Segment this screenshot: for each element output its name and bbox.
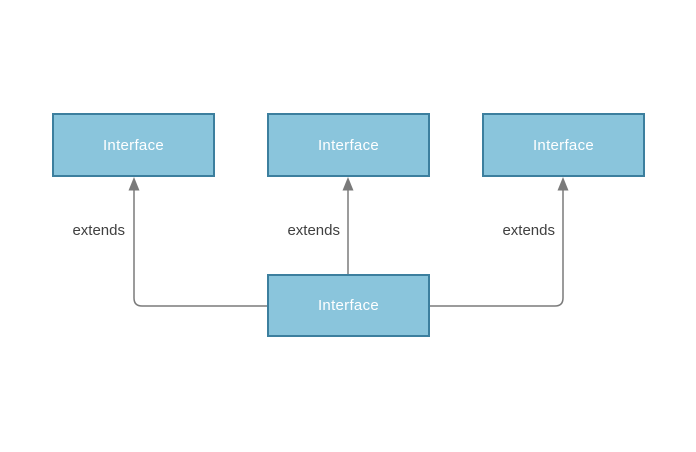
node-label: Interface [532, 136, 595, 154]
node-label: Interface [317, 297, 380, 314]
node-interface-bottom: Interface [267, 274, 430, 337]
edge-label-extends-middle: extends [287, 222, 340, 239]
arrowhead-top-left-icon [128, 177, 140, 191]
node-interface-top-right: Interface [482, 113, 645, 177]
node-interface-top-left: Interface [52, 113, 215, 177]
edge-bottom-to-top-right [430, 190, 564, 307]
node-interface-top-middle: Interface [267, 113, 430, 177]
arrowhead-top-middle-icon [342, 177, 354, 191]
edge-label-extends-left: extends [72, 222, 125, 239]
edge-label-extends-right: extends [502, 222, 555, 239]
node-label: Interface [102, 136, 165, 154]
edge-bottom-to-top-left [133, 190, 268, 307]
arrowhead-top-right-icon [557, 177, 569, 191]
node-label: Interface [317, 136, 380, 154]
